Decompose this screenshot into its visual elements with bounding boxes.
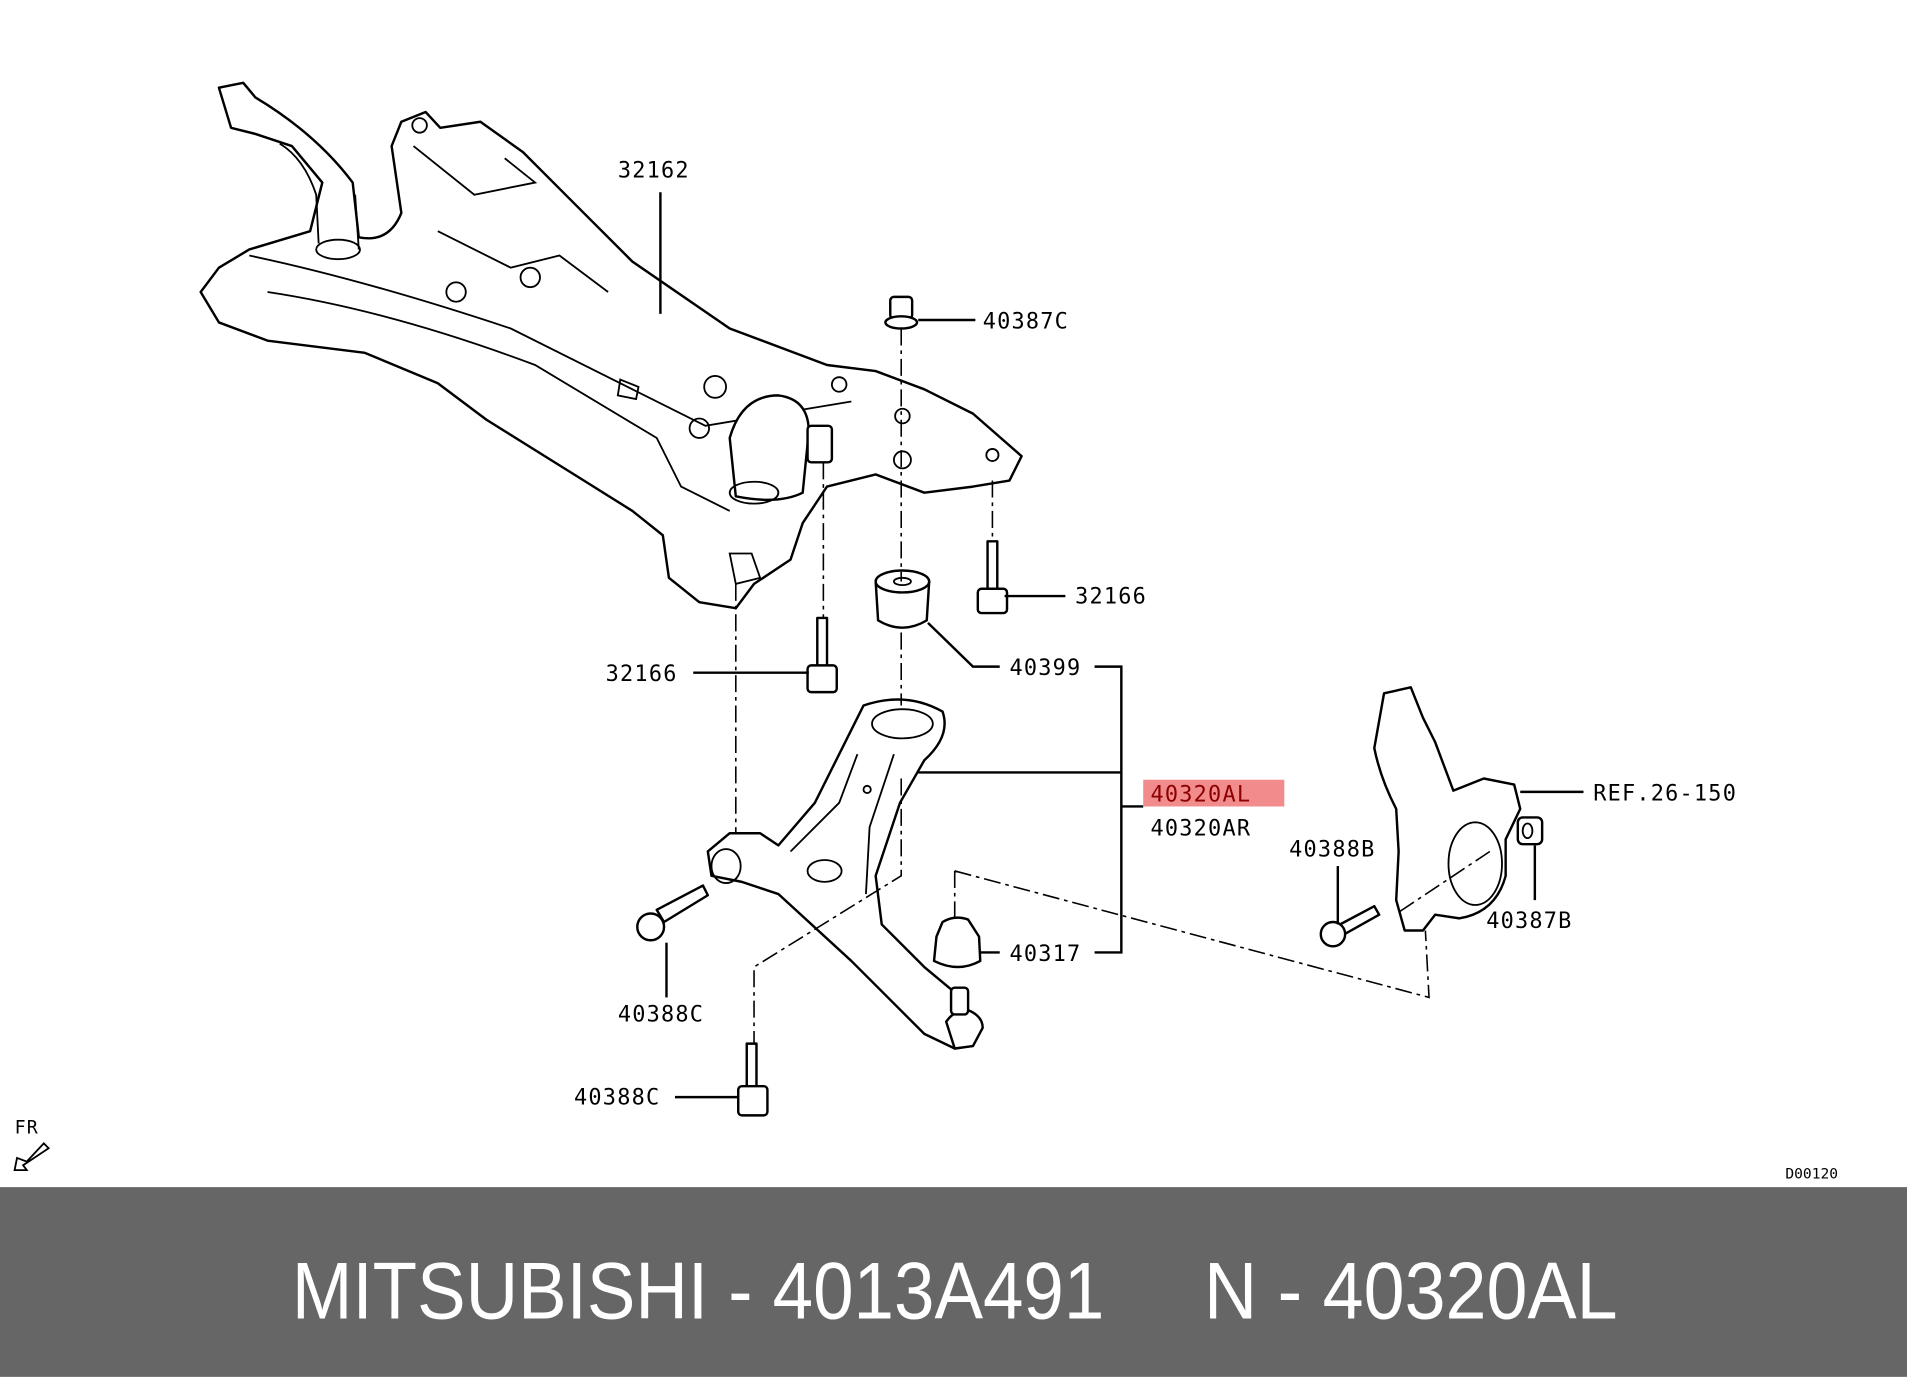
nut-40387b xyxy=(1516,816,1544,846)
bolt-40388c-front xyxy=(636,884,710,942)
bolt-32166-left xyxy=(806,616,838,694)
crossmember-drawing xyxy=(199,81,1023,610)
part-banner xyxy=(0,1187,1907,1377)
knuckle-drawing xyxy=(1373,686,1522,932)
label-40388b[interactable]: 40388B xyxy=(1289,837,1375,862)
fasteners-drawing xyxy=(636,295,1544,1117)
assembly-lines xyxy=(735,328,1430,1044)
ball-joint-boot-drawing xyxy=(932,916,982,969)
front-arrow-icon xyxy=(13,1142,51,1172)
bolt-40388b xyxy=(1319,904,1381,948)
label-40387c[interactable]: 40387C xyxy=(983,310,1069,335)
nut-40387c xyxy=(884,295,919,330)
selected-part-highlight xyxy=(1143,779,1285,807)
bolt-40388c-lower xyxy=(737,1042,769,1117)
label-40320al[interactable]: 40320AL xyxy=(1151,783,1252,808)
label-40387b[interactable]: 40387B xyxy=(1486,909,1572,934)
label-40388c-lower[interactable]: 40388C xyxy=(574,1085,660,1110)
label-40399[interactable]: 40399 xyxy=(1009,656,1081,681)
label-32162[interactable]: 32162 xyxy=(618,159,690,184)
label-40388c-front[interactable]: 40388C xyxy=(618,1003,704,1028)
leader-lines xyxy=(659,192,1584,1099)
label-32166-right[interactable]: 32166 xyxy=(1075,584,1147,609)
label-32166-left[interactable]: 32166 xyxy=(606,662,678,687)
banner-ref-part: N - 40320AL xyxy=(1204,1246,1618,1336)
banner-brand-part: MITSUBISHI - 4013A491 xyxy=(292,1246,1104,1336)
bushing-drawing xyxy=(874,569,931,629)
label-ref-26-150[interactable]: REF.26-150 xyxy=(1593,781,1737,806)
lower-arm-drawing xyxy=(706,698,984,1050)
label-40320ar[interactable]: 40320AR xyxy=(1151,817,1252,842)
bolt-32166-right xyxy=(976,540,1009,615)
direction-label: FR xyxy=(15,1118,39,1139)
label-40317[interactable]: 40317 xyxy=(1009,942,1081,967)
diagram-code: D00120 xyxy=(1785,1166,1838,1183)
